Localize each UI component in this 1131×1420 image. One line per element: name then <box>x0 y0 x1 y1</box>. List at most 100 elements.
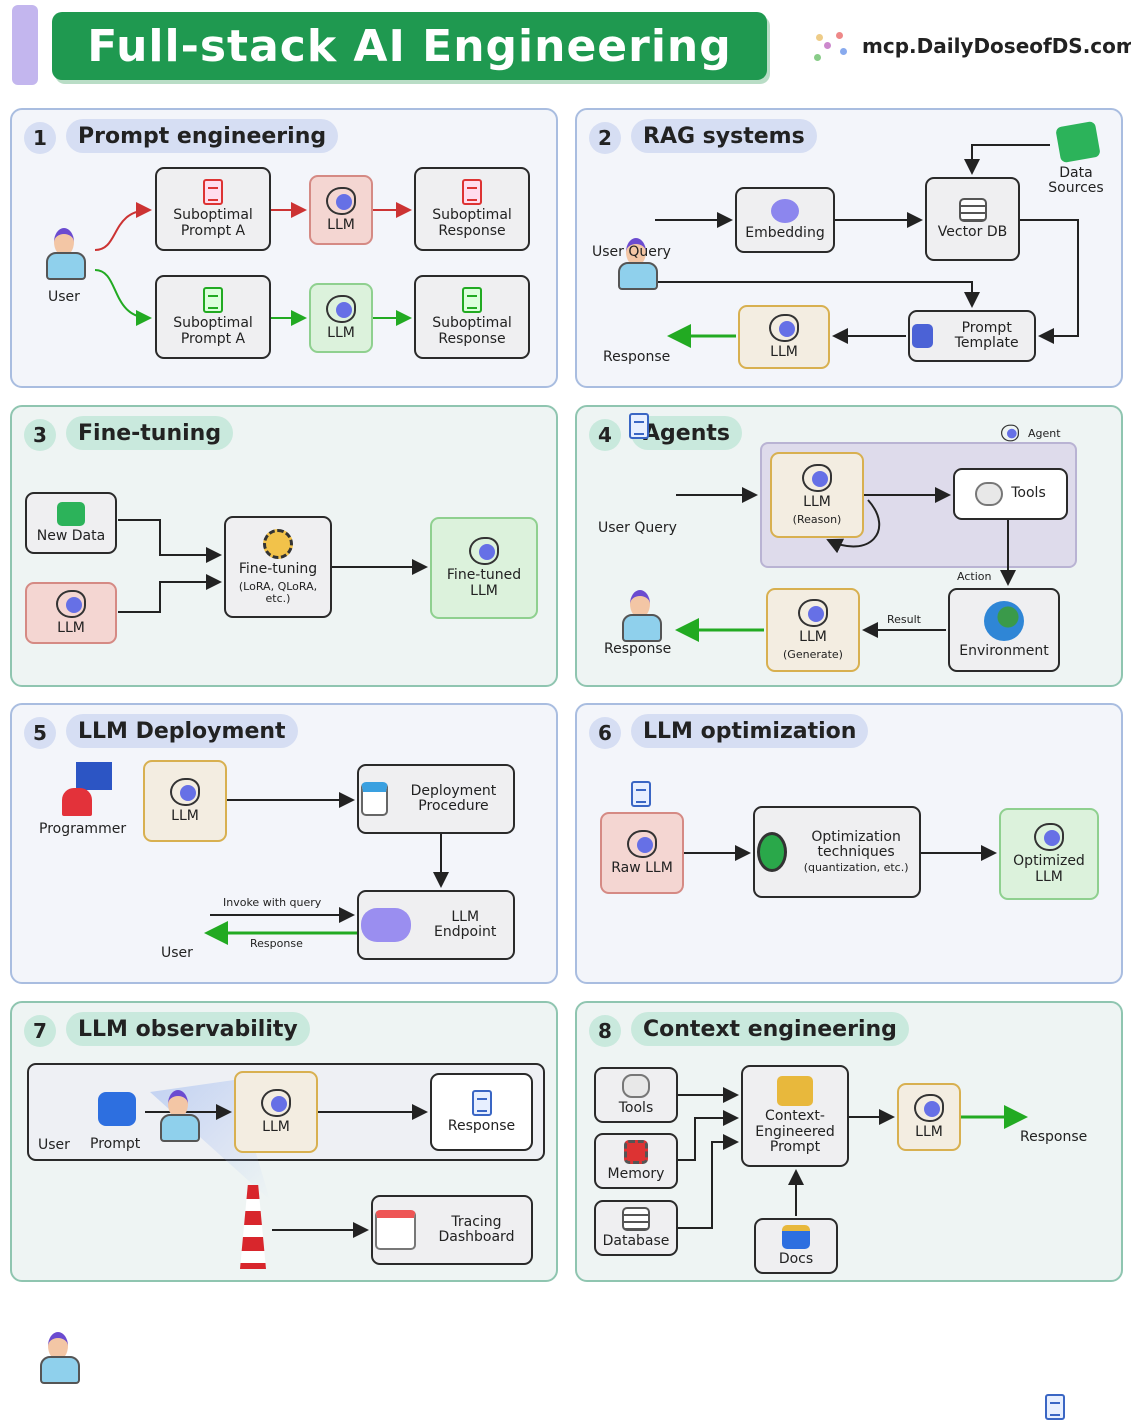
llm-icon <box>769 313 799 342</box>
user-icon <box>42 228 86 280</box>
optimization-icon <box>757 832 788 872</box>
section-title: Prompt engineering <box>66 119 339 153</box>
node-label: Suboptimal Response <box>432 315 512 347</box>
section-title: LLM Deployment <box>66 714 298 748</box>
node-label: Vector DB <box>937 223 1008 240</box>
section-number: 2 <box>589 122 621 154</box>
tools-node: Tools <box>594 1067 678 1123</box>
section-number: 7 <box>24 1015 56 1047</box>
section-title: LLM optimization <box>631 714 869 748</box>
brand: mcp.DailyDoseofDS.com <box>810 24 1131 68</box>
node-label: Tracing Dashboard <box>438 1213 515 1245</box>
node-label: Raw LLM <box>611 859 673 876</box>
llm-icon <box>170 777 200 806</box>
brand-url: mcp.DailyDoseofDS.com <box>862 34 1131 58</box>
node-sublabel: (Generate) <box>783 647 843 661</box>
node-label: LLM <box>327 324 355 341</box>
document-icon <box>203 179 223 206</box>
node-label: Suboptimal Prompt A <box>173 315 253 347</box>
section-number: 8 <box>589 1015 621 1047</box>
tools-node: Tools <box>953 468 1068 520</box>
llm-icon <box>627 829 657 858</box>
llm-node: LLM <box>738 305 830 369</box>
gear-icon <box>263 529 293 560</box>
llm-icon <box>802 464 832 493</box>
node-label: LLM <box>171 807 199 824</box>
prompt-a-bottom: Suboptimal Prompt A <box>155 275 271 359</box>
memory-node: Memory <box>594 1133 678 1189</box>
user-label: User <box>38 1137 70 1153</box>
section-number: 1 <box>24 122 56 154</box>
response-icon <box>631 781 651 807</box>
llm-icon <box>1034 823 1064 852</box>
llm-icon <box>56 589 86 618</box>
node-label: LLM Endpoint <box>434 908 497 940</box>
node-label: Optimization techniques <box>811 828 901 860</box>
section-title: Agents <box>631 416 742 450</box>
node-label: Suboptimal Prompt A <box>173 207 253 239</box>
llm-icon <box>914 1093 944 1122</box>
prompt-a-top: Suboptimal Prompt A <box>155 167 271 251</box>
document-icon <box>462 287 482 314</box>
llm-icon <box>469 537 499 566</box>
chat-bubble-icon <box>98 1092 136 1126</box>
folder-icon <box>57 501 85 526</box>
node-label: LLM <box>799 629 827 646</box>
monitor-cloud-icon <box>361 782 388 816</box>
brain-icon <box>771 198 799 223</box>
user-query-label: User Query <box>592 244 671 260</box>
page-title: Full-stack AI Engineering <box>52 12 767 80</box>
logo-icon <box>810 24 854 68</box>
docs-node: Docs <box>754 1218 838 1274</box>
user-icon <box>156 1090 200 1142</box>
programmer-icon <box>60 762 114 820</box>
prompt-template-node: Prompt Template <box>908 310 1036 362</box>
node-label: LLM <box>262 1118 290 1135</box>
node-sublabel: (LoRA, QLoRA, etc.) <box>238 579 318 605</box>
node-label: Embedding <box>745 224 825 241</box>
llm-endpoint-node: LLM Endpoint <box>357 890 515 960</box>
fine-tuned-llm-node: Fine-tuned LLM <box>430 517 538 619</box>
folder-icon <box>1055 120 1101 164</box>
cloud-gear-icon <box>622 1073 650 1098</box>
user-query-label: User Query <box>598 520 677 536</box>
database-icon <box>622 1206 650 1231</box>
user-label: User <box>161 945 193 961</box>
optimization-node: Optimization techniques(quantization, et… <box>753 806 921 898</box>
node-text: Optimization techniques(quantization, et… <box>795 828 917 875</box>
embedding-node: Embedding <box>735 187 835 253</box>
node-label: LLM <box>57 619 85 636</box>
new-data-node: New Data <box>25 492 117 554</box>
llm-icon <box>1001 424 1019 442</box>
chip-icon <box>624 1139 648 1164</box>
response-node: Response <box>430 1073 533 1151</box>
tracing-dashboard-node: Tracing Dashboard <box>371 1195 533 1265</box>
node-label: Environment <box>959 642 1049 659</box>
invoke-label: Invoke with query <box>223 896 322 909</box>
node-label: Prompt Template <box>954 319 1019 351</box>
prompt-label: Prompt <box>90 1136 141 1152</box>
cloud-api-icon <box>975 482 1004 506</box>
response-icon <box>1045 1394 1065 1420</box>
api-cloud-icon <box>361 908 412 942</box>
document-icon <box>462 179 482 206</box>
node-label: Response <box>447 1117 516 1134</box>
dashboard-icon <box>375 1210 416 1250</box>
action-label: Action <box>957 570 992 583</box>
llm-icon <box>326 294 356 323</box>
node-label: New Data <box>36 527 106 544</box>
programmer-label: Programmer <box>39 821 127 837</box>
node-label: Tools <box>1011 485 1046 502</box>
optimized-llm-node: Optimized LLM <box>999 808 1099 900</box>
node-label: Fine-tuning <box>238 561 318 578</box>
user-icon <box>36 1332 80 1384</box>
node-sublabel: (quantization, etc.) <box>803 861 909 875</box>
database-node: Database <box>594 1200 678 1256</box>
user-icon <box>618 590 662 642</box>
node-label: Suboptimal Response <box>432 207 512 239</box>
response-label: Response <box>1020 1129 1088 1145</box>
node-label: Fine-tuned LLM <box>446 567 522 599</box>
chat-icon <box>912 324 934 348</box>
globe-icon <box>984 600 1024 641</box>
node-label: Optimized LLM <box>1013 853 1085 885</box>
